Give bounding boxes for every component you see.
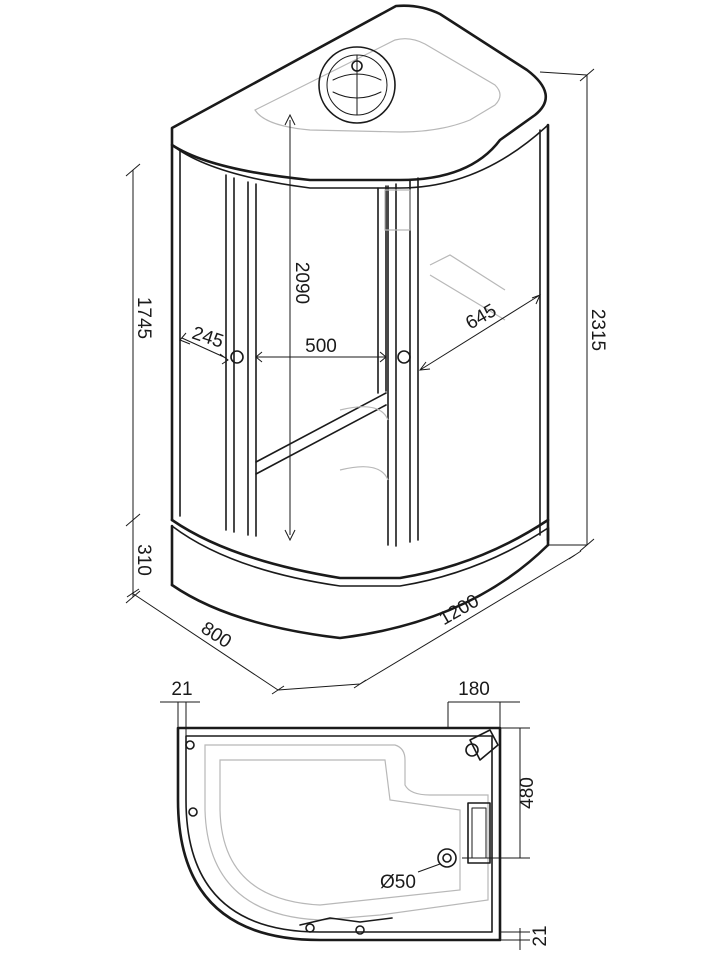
plan-view: 21 180 480 21 Ø50 xyxy=(160,679,551,950)
label-left-panel-width: 245 xyxy=(189,323,226,353)
label-plan-corner-offset: 180 xyxy=(458,679,490,700)
dimension-lines-horizontal xyxy=(126,294,582,695)
seat-bracket-icon xyxy=(467,802,491,864)
drain-icon xyxy=(417,848,457,873)
label-plan-wall-offset-bottom: 21 xyxy=(530,925,551,946)
shower-tray xyxy=(170,518,550,640)
label-total-height: 2315 xyxy=(587,309,608,351)
label-door-width: 500 xyxy=(305,336,337,357)
dimension-lines-vertical xyxy=(125,68,595,604)
label-plan-drain-offset: 480 xyxy=(517,777,538,809)
label-drain-diameter: Ø50 xyxy=(380,872,416,893)
right-door-handle-icon xyxy=(397,350,411,364)
top-shower-head-icon xyxy=(318,46,396,124)
label-inner-height: 2090 xyxy=(291,262,312,304)
label-tray-height: 310 xyxy=(133,544,154,576)
plan-dimension-lines xyxy=(160,701,530,950)
door-handles-plan-icon xyxy=(185,740,393,935)
label-depth: 800 xyxy=(197,618,235,653)
left-door-handle-icon xyxy=(230,350,244,364)
cabin-roof xyxy=(170,4,549,189)
label-right-panel-width: 645 xyxy=(462,300,500,334)
label-plan-wall-offset-left: 21 xyxy=(171,679,192,700)
perspective-view: 2315 1745 310 2090 245 500 645 800 1200 xyxy=(125,4,608,695)
label-cabin-height: 1745 xyxy=(133,297,154,339)
tray-plan-outline xyxy=(176,726,502,942)
corner-fitting-icon xyxy=(465,729,499,761)
